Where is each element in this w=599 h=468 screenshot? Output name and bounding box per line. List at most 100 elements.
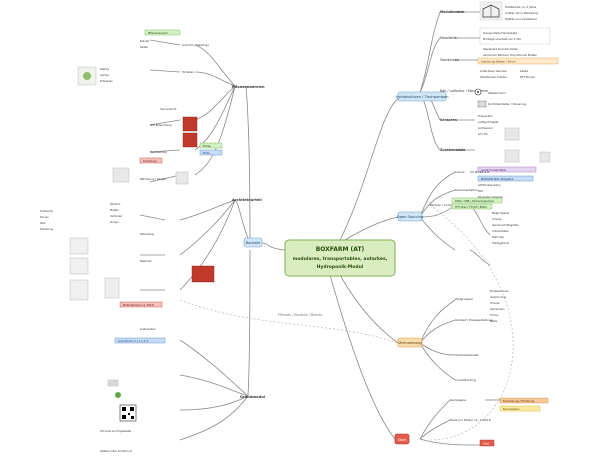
vermarktung-group: Zielgruppen Privatpersonen Gastronomie S… (450, 289, 549, 447)
github-label: GitHub Repository (478, 183, 501, 187)
tag-green[interactable]: Ertrag (199, 142, 223, 149)
footer-note: Weitere Infos: boxfarm.at (100, 449, 132, 453)
kontroll-label: Kontrolleinheiten / Steuerung (488, 102, 526, 106)
sensor-item-1: Temperatur (478, 114, 494, 118)
branch-pflanzenbereich[interactable]: Pflanzenbereich (232, 85, 265, 89)
central-topic[interactable]: BOXFARM (AT) modulares, transportables, … (284, 239, 396, 277)
partner-item-1: Maker Spaces (492, 211, 510, 215)
wassermodul-label: Wassermodul (488, 91, 506, 95)
bauteile-group: Rahmen Platten Verbinder Pumpe Schläuche… (40, 202, 215, 453)
grundmodul-tag[interactable]: Grundmodul 1 x 1 x 2 m (114, 337, 166, 344)
branch-start-label: Start (398, 438, 407, 442)
greenhouse-image (479, 1, 503, 21)
red-tag-label: Start (483, 442, 489, 446)
green-tag-2[interactable]: TFH Wien / FH OÖ / BOKU (451, 203, 493, 210)
branch-open-sourcing-label: Open Sourcing (397, 215, 423, 219)
ru-item-1: Haltbarkeit ca. 5 Jahre (505, 5, 536, 9)
orange-tag-label: Finanzierung / Förderung (503, 399, 535, 403)
bt-item-8: Steuerung (40, 227, 53, 231)
lu-item-7: Erdbeeren (100, 79, 113, 83)
zg-item-3: Schulen (490, 301, 500, 305)
branch-vermarktung-label: Vermarktung (398, 341, 421, 345)
led-panel-image (182, 116, 198, 148)
dokumentation-label: Dokumentation (455, 188, 478, 192)
green-tag-1-label: DIWA / SNB / Hochschulpartner (455, 199, 495, 203)
partner-item-3: Gemeinschaftsgärten (492, 223, 519, 227)
lieferanten-label: Lieferanten (140, 327, 156, 331)
branch-start[interactable]: Start (394, 433, 410, 445)
branch-open-sourcing[interactable]: Open Sourcing (397, 211, 423, 222)
red-tag[interactable]: Start (479, 439, 495, 447)
tag-blue-label: Ernte (203, 151, 210, 155)
kosten-tag[interactable]: Materialkosten ca. 800 € (119, 301, 163, 308)
partner-item-2: Schulen (492, 217, 502, 221)
duenger-label: Nährlösung / Dünger (140, 177, 167, 181)
device-photo (504, 127, 551, 163)
nah-item-2: Zierpflanzen Kräuter (480, 75, 508, 79)
zusatzmodule-label: Zusatzmodule (440, 148, 465, 152)
led-label: LED Beleuchtung (150, 123, 172, 127)
sensor-item-3: Lichtsensor (478, 126, 494, 130)
bt-item-4: Pumpe (110, 220, 119, 224)
zielgruppen-list: Privatpersonen Gastronomie Schulen Gemei… (490, 289, 509, 323)
tag-red[interactable]: Schädlinge (139, 157, 163, 164)
standmodul-label: Standmodul (440, 58, 459, 62)
green-tag-1[interactable]: DIWA / SNB / Hochschulpartner (451, 197, 503, 204)
modulteile-box[interactable]: transportable Flachpakete Montage innerh… (479, 27, 551, 45)
vertrieb-label: Vertriebskanäle (455, 353, 479, 357)
branch-vermarktung[interactable]: Vermarktung (397, 337, 423, 348)
lu-item-6: Gurken (100, 73, 109, 77)
crowd-label: Crowdfunding (455, 378, 476, 382)
modulbereich-label: Modulbereich (440, 10, 465, 14)
pump-icon (477, 100, 487, 108)
ru-item-5: Montage innerhalb von 2 Std. (483, 37, 522, 41)
central-title: BOXFARM (AT) (316, 246, 365, 253)
yellow-tag-label: Businessplan (503, 407, 520, 411)
bt-item-6: Rinnen (40, 215, 49, 219)
ru-item-3: Faltbar und verstaubar (505, 17, 538, 21)
werkzeug-label: Werkzeug (140, 232, 154, 236)
bt-item-3: Verbinder (110, 214, 123, 218)
branch-pflanzenbereich-label: Pflanzenbereich (232, 85, 265, 89)
lu-item-2: Kräuter (140, 39, 150, 43)
partner-item-5: Start-Ups (492, 235, 504, 239)
lizenz-value: CC BY-SA 4.0 (470, 170, 489, 174)
partner-item-4: Universitäten (492, 229, 509, 233)
lu-item-5: Paprika (100, 67, 110, 71)
sonne-label: Sonnenlicht (160, 107, 177, 111)
preis-label: Preis pro Modul ca. 1.200 € (450, 418, 491, 422)
blue-tag-label: BOXFARM Wiki / Baupläne (481, 177, 514, 181)
modulteile-label: Modulteile (440, 36, 457, 40)
orange-tag[interactable]: Finanzierung / Förderung (499, 397, 549, 404)
part-photos (69, 237, 215, 301)
branch-bauteile[interactable]: Bauteile (243, 237, 263, 248)
purple-tag[interactable]: Leicht transportabel (477, 166, 537, 173)
yellow-tag[interactable]: Businessplan (499, 405, 541, 412)
branch-grundmodul[interactable]: Grundmodul (240, 395, 265, 399)
ru-item-8: Anbindung Wasser / Strom (481, 60, 516, 64)
zg-item-1: Privatpersonen (490, 289, 509, 293)
kampagne-label: Kampagne (450, 398, 466, 402)
bewaesserung-label: Bewässerung (150, 150, 167, 154)
branch-architekturteil[interactable]: Architekturteil (232, 198, 262, 202)
gear-icon (474, 88, 482, 96)
sensor-item-4: pH / EC (478, 132, 488, 136)
blue-tag[interactable]: BOXFARM Wiki / Baupläne (477, 175, 534, 182)
modulbereich-group: Modulbereich Modulteile Standmodul Haltb… (440, 1, 559, 173)
ru-item-7: Aluminium Rahmen, Polycarbonat Platten (483, 53, 537, 57)
tag-blue[interactable]: Ernte (199, 149, 223, 156)
sensor-item-2: Luftfeuchtigkeit (478, 120, 498, 124)
branch-hydroponik[interactable]: Hydrokulturen / Tischpumpen (395, 91, 449, 102)
zg-item-2: Gastronomie (490, 295, 506, 299)
grundmodul-tag-label: Grundmodul 1 x 1 x 2 m (118, 339, 149, 343)
partner-label: Partner / Community (430, 203, 461, 207)
relation-label: Pflanzen / Bauteile / Module (278, 313, 322, 317)
zusatzmodule-tag[interactable]: Anbindung Wasser / Strom (477, 57, 559, 65)
bt-item-2: Platten (110, 208, 119, 212)
qr-code[interactable] (119, 404, 137, 422)
pflanzen-header-tag[interactable]: Pflanzenbereich (144, 29, 181, 36)
ru-item-4: transportable Flachpakete (483, 31, 517, 35)
zg-item-5: Firmen (490, 313, 499, 317)
bt-item-7: Tank (40, 221, 46, 225)
